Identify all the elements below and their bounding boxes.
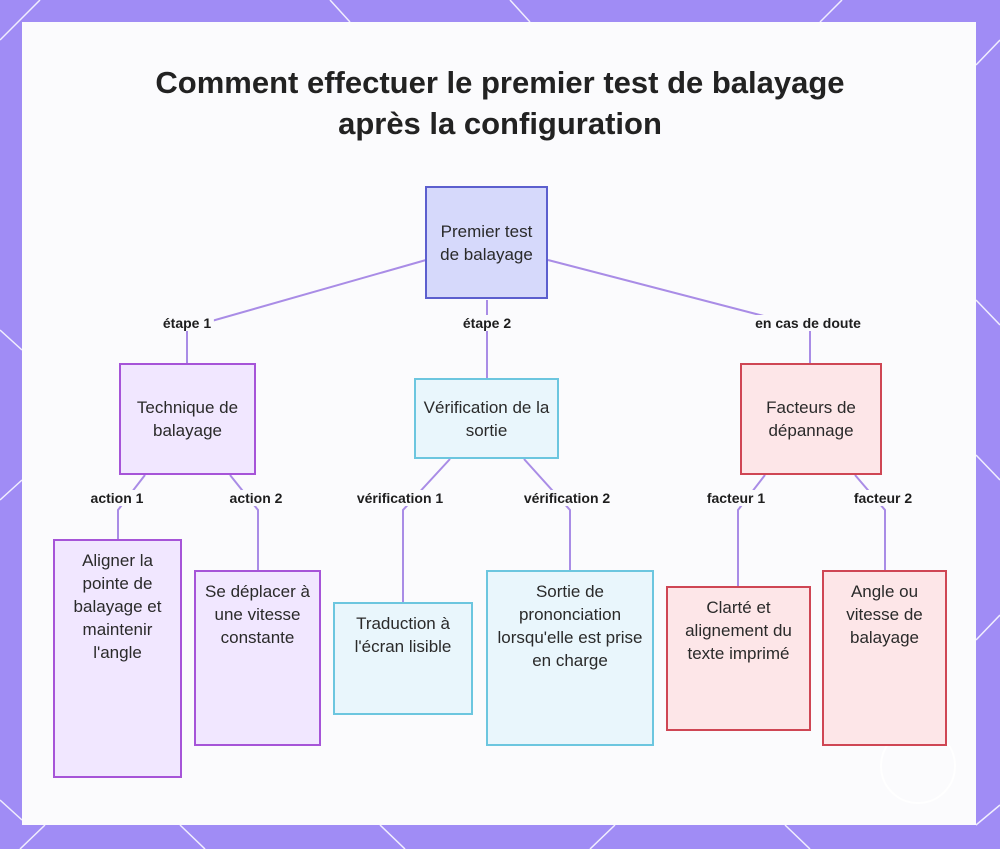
edge-label-step2: étape 2: [459, 315, 515, 331]
edge-technique-align: [117, 474, 146, 540]
edge-label-factor1: facteur 1: [703, 490, 769, 506]
edge-label-doubt: en cas de doute: [752, 315, 864, 331]
node-translation: Traduction à l'écran lisible: [333, 602, 473, 715]
node-pronunciation: Sortie de prononciation lorsqu'elle est …: [486, 570, 654, 746]
edge-root-troubleshoot: [547, 259, 811, 364]
node-technique-label: Technique de balayage: [136, 398, 239, 440]
node-technique: Technique de balayage: [119, 363, 256, 475]
node-clarity-label: Clarté et alignement du texte imprimé: [685, 598, 792, 663]
node-align-label: Aligner la pointe de balayage et mainten…: [73, 551, 162, 662]
node-root-label: Premier test de balayage: [440, 221, 533, 264]
edge-verification-pronunciation: [523, 458, 571, 571]
edge-label-action2: action 2: [226, 490, 286, 506]
node-angle-label: Angle ou vitesse de balayage: [846, 582, 923, 647]
node-angle: Angle ou vitesse de balayage: [822, 570, 947, 746]
edge-troubleshoot-angle: [854, 474, 886, 571]
edge-verification-translation: [402, 458, 451, 603]
node-speed: Se déplacer à une vitesse constante: [194, 570, 321, 746]
node-speed-label: Se déplacer à une vitesse constante: [205, 582, 310, 647]
node-root: Premier test de balayage: [425, 186, 548, 299]
node-verification: Vérification de la sortie: [414, 378, 559, 459]
edge-label-action1: action 1: [87, 490, 147, 506]
diagram-title: Comment effectuer le premier test de bal…: [155, 65, 845, 141]
node-translation-label: Traduction à l'écran lisible: [354, 614, 452, 656]
node-clarity: Clarté et alignement du texte imprimé: [666, 586, 811, 731]
node-troubleshoot: Facteurs de dépannage: [740, 363, 882, 475]
node-pronunciation-label: Sortie de prononciation lorsqu'elle est …: [497, 582, 643, 670]
edge-troubleshoot-clarity: [737, 474, 766, 587]
edge-label-check1: vérification 1: [353, 490, 447, 506]
node-align: Aligner la pointe de balayage et mainten…: [53, 539, 182, 778]
node-troubleshoot-label: Facteurs de dépannage: [766, 398, 856, 440]
edge-label-factor2: facteur 2: [850, 490, 916, 506]
edge-label-step1: étape 1: [159, 315, 215, 331]
node-verification-label: Vérification de la sortie: [423, 397, 550, 440]
edge-root-technique: [186, 259, 427, 364]
edge-label-check2: vérification 2: [520, 490, 614, 506]
edge-technique-speed: [229, 474, 259, 571]
